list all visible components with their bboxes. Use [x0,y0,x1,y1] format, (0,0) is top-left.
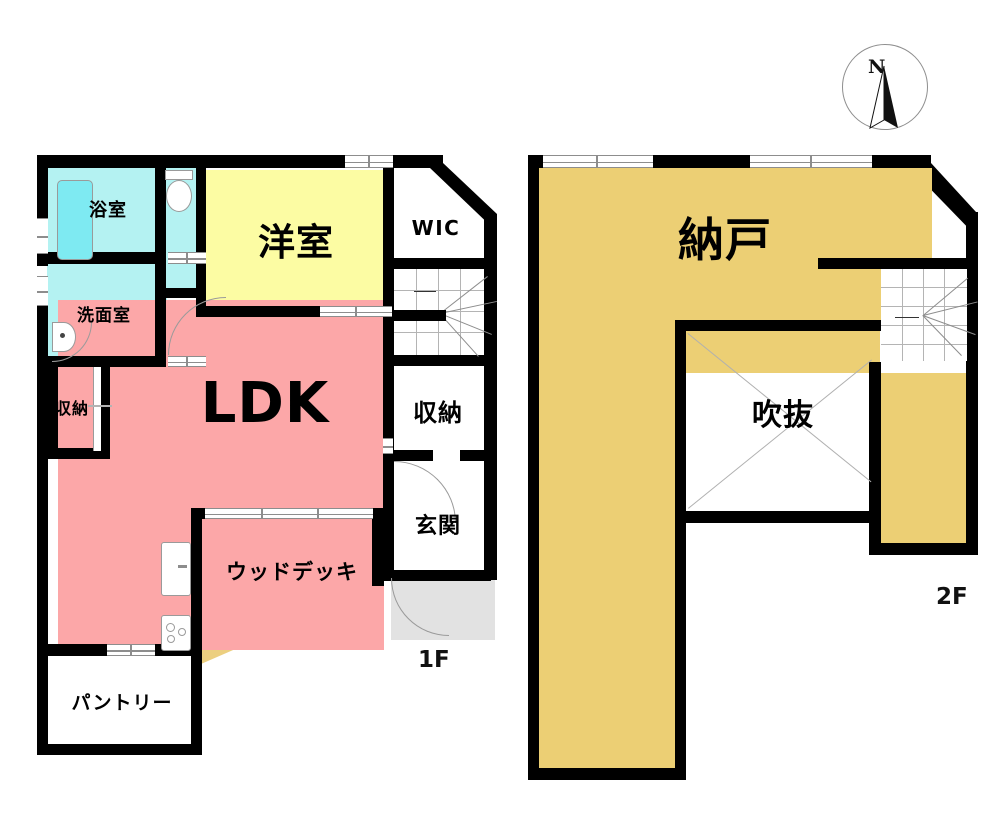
wall-1f-left-mid [37,296,48,364]
wall-1f-left-upper [37,155,48,266]
wall-closet-e-bottom-a [383,450,433,461]
wall-water-right [155,205,166,365]
label-closet-east: 収納 [413,398,463,427]
closet-w-rod-icon [88,405,112,407]
label-wic: WIC [411,216,461,240]
label-floor-2f: 2F [936,584,968,610]
wall-1f-left-lower [37,356,48,656]
wall-pantry-bottom [37,744,202,755]
label-western-room: 洋室 [258,221,334,264]
nando-fill-top [538,168,932,320]
stove-icon [161,615,191,651]
wall-deck-topleft [191,508,207,519]
nando-fill-left [538,320,686,768]
wall-washroom-bottom [48,356,166,367]
wall-genkan-left [383,505,394,573]
label-wood-deck: ウッドデッキ [226,560,358,584]
stove-burner-3-icon [167,635,175,643]
stair-2f [881,269,978,361]
window-bath-door [168,252,206,264]
wall-2f-bottom-left [528,768,686,780]
window-bath-left [37,218,48,254]
nando-fill-right [880,373,968,555]
label-closet-west: 収納 [54,399,89,418]
wall-closet-w-right [100,367,110,451]
window-pantry-door [107,644,155,656]
wall-pantry-right [191,644,202,755]
void-diagonal-2 [688,359,873,509]
wall-2f-left [528,155,539,780]
compass-north-label: N [868,56,886,78]
wall-deck-right [372,508,384,586]
wall-void-top [675,320,881,331]
wall-1f-right [484,214,497,580]
stove-burner-1-icon [166,623,175,632]
wall-deck-left [191,508,202,660]
label-washroom: 洗面室 [77,305,131,326]
wall-1f-top [37,155,443,168]
western-room-fill [205,170,389,316]
closet-w-shelf-icon [93,367,101,451]
wall-pantry-left [37,644,48,755]
kitchen-sink-icon [161,542,191,596]
label-void: 吹抜 [752,398,814,433]
wall-toilet-left-a [155,155,166,205]
label-bath: 浴室 [89,200,127,221]
window-deck-sliding [205,508,373,519]
label-pantry: パントリー [71,691,173,714]
label-ldk: LDK [200,370,330,436]
wall-1f-bottom-entry [383,570,491,581]
sink-tap-icon [178,565,187,568]
window-western-bottom [320,306,392,317]
wall-stair-bottom [383,355,493,366]
label-nando: 納戸 [678,213,772,267]
label-entrance: 玄関 [414,514,461,539]
wall-western-bottom [196,306,392,317]
wall-closet-w-right-a [48,360,58,458]
window-ldk-side [383,438,393,454]
wall-toilet-bottom [166,288,206,298]
wall-genkan-left-a [383,452,394,510]
window-2f-top-left [543,155,653,168]
window-washroom-left [37,276,48,306]
wall-wic-left [383,214,394,364]
compass-ring [842,44,928,130]
bathtub-icon [57,180,93,260]
wall-2f-stair-top [818,258,978,269]
compass-rose: N [836,28,932,138]
wall-void-bottom [675,511,881,523]
toilet-tank-icon [165,170,193,180]
window-western-top [345,155,393,168]
label-floor-1f: 1F [418,647,450,673]
window-washroom-door [168,356,206,367]
wall-2f-right [966,212,978,555]
wall-closet-e-bottom-b [460,450,494,461]
window-2f-top-right [750,155,872,168]
wall-closet-e-left [383,366,394,446]
toilet-bowl-icon [166,180,192,212]
wall-2f-right-inner [869,362,881,554]
wall-western-left [196,163,206,316]
stair-landing-wall [394,310,446,321]
wall-wic-bottom [383,258,487,269]
compass-needle-icon [869,65,898,129]
wall-2f-inner-vert [675,320,686,780]
stove-burner-2-icon [178,628,186,636]
wall-2f-bottom-right [869,543,978,555]
wall-closet-w-bottom [48,448,110,459]
